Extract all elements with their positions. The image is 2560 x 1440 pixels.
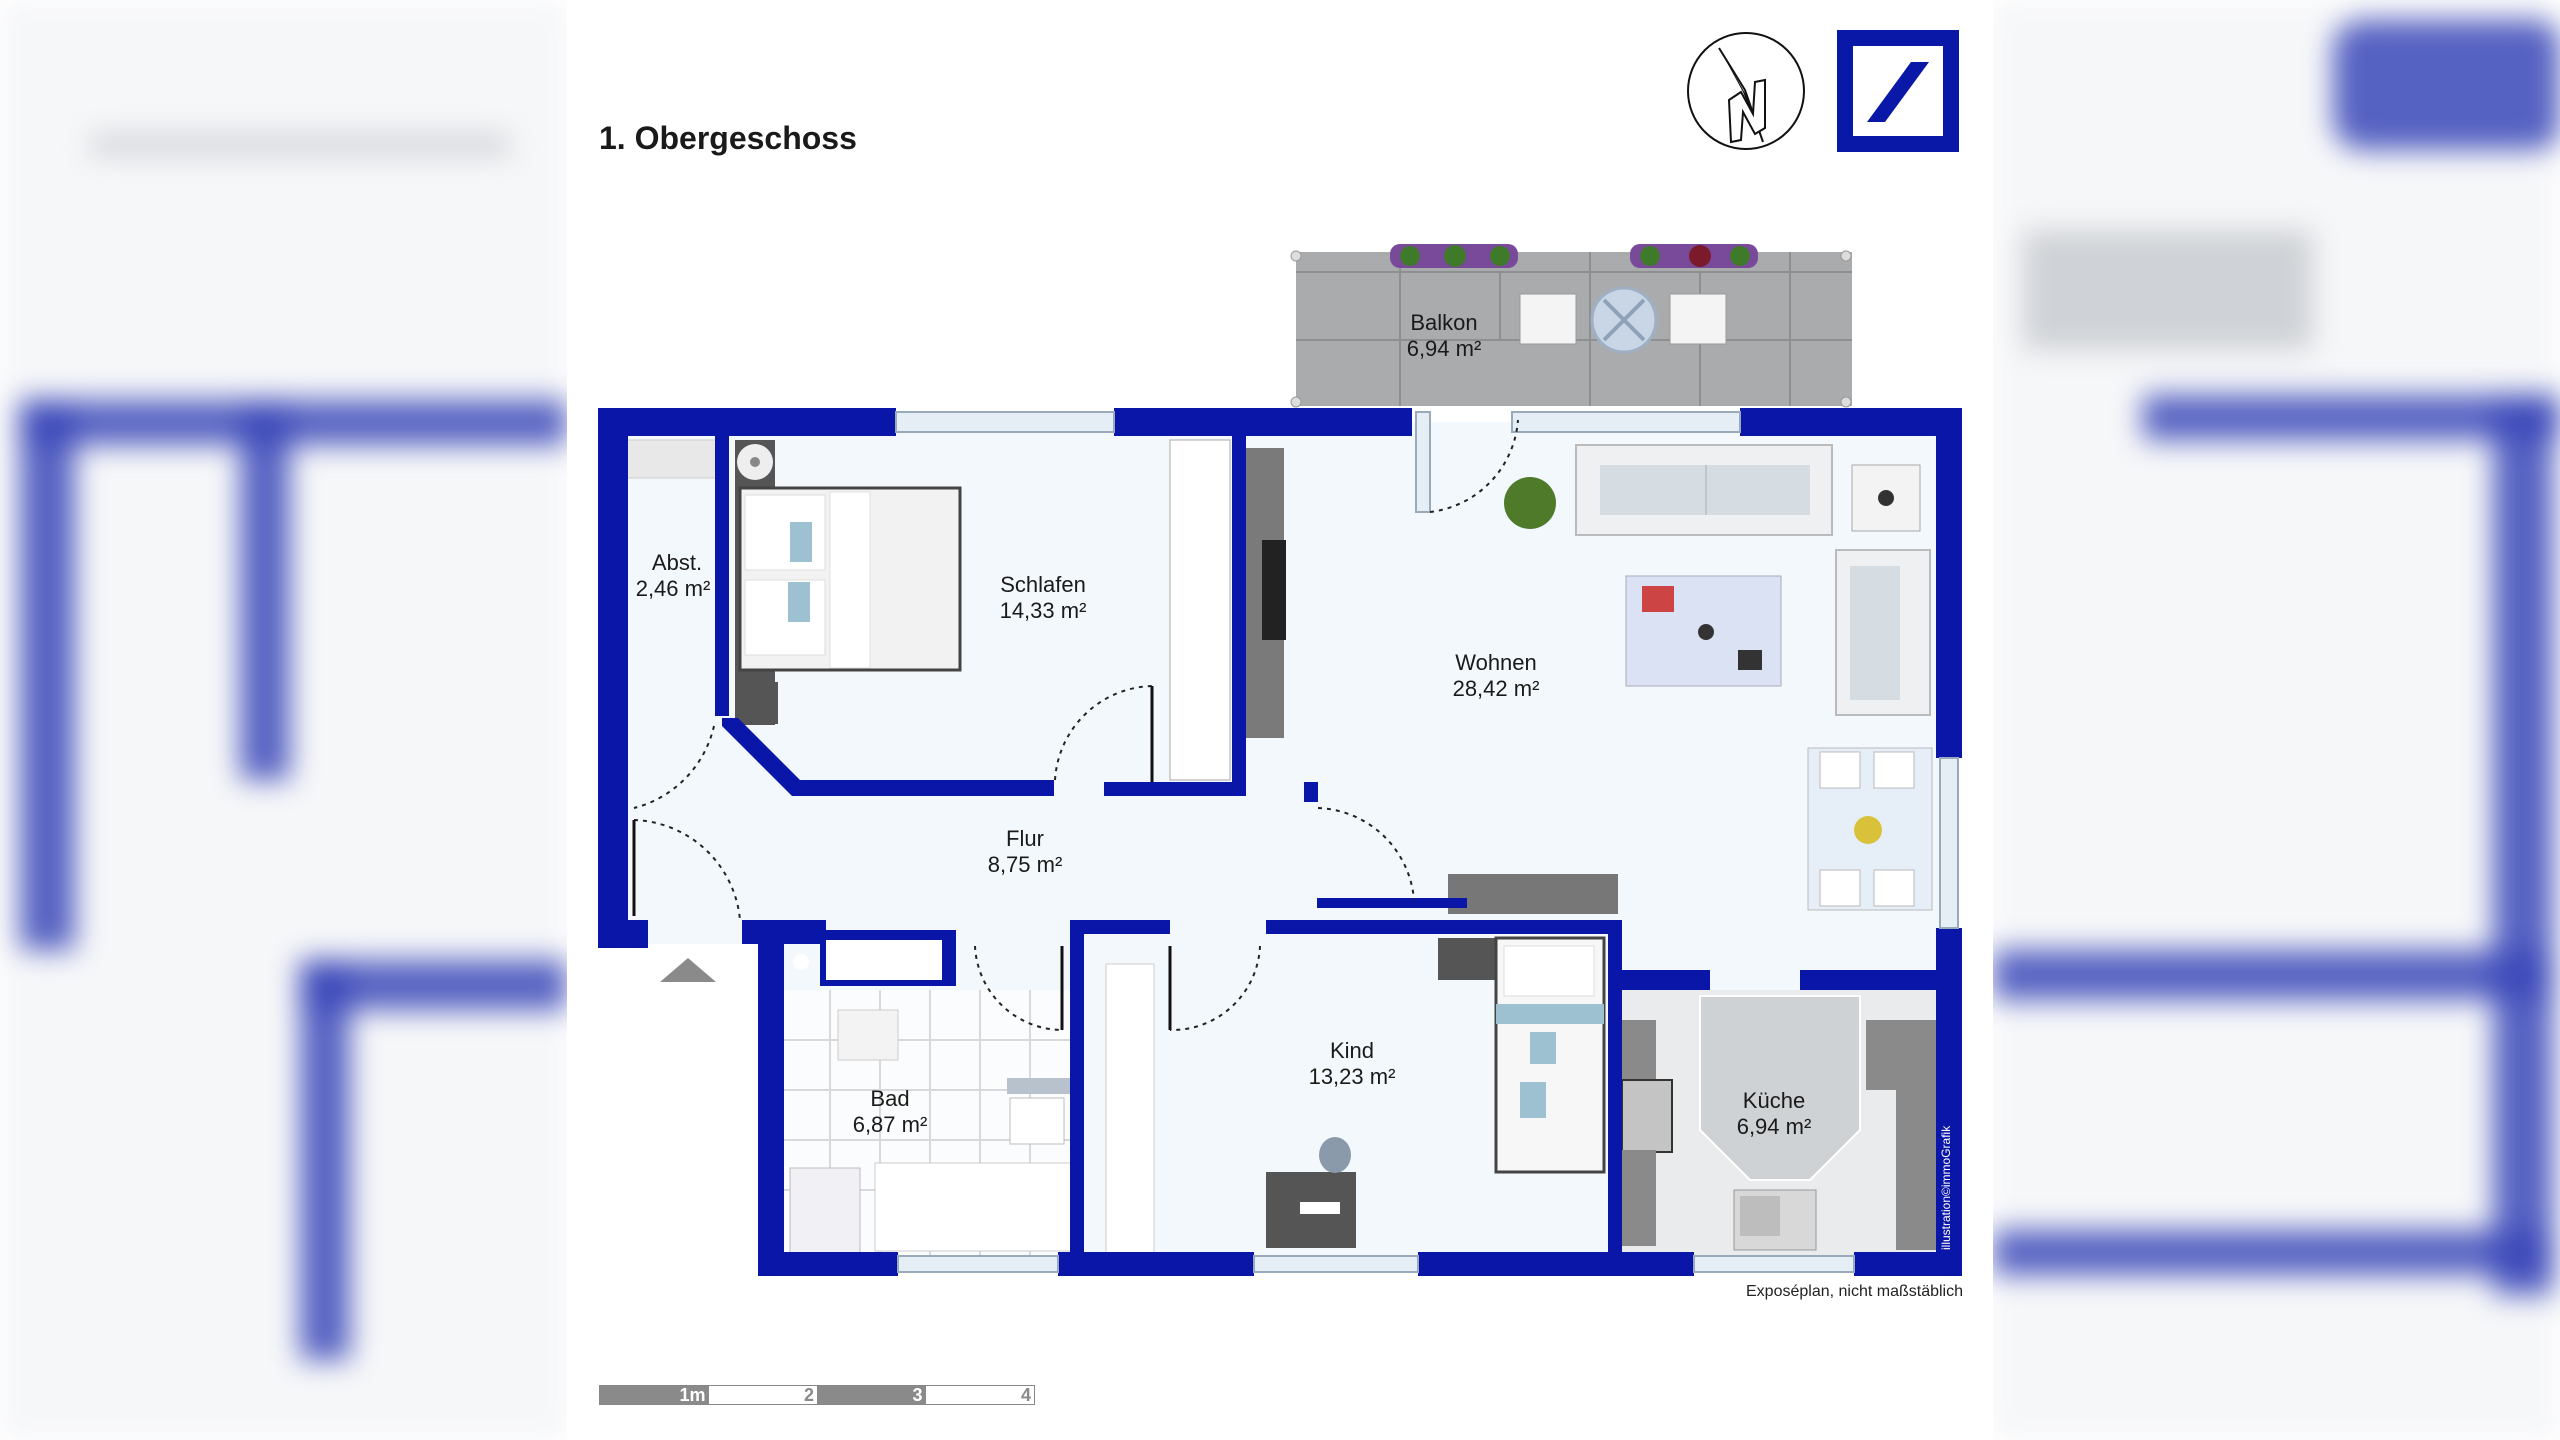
plan-disclaimer: Exposéplan, nicht maßstäblich — [1746, 1283, 1963, 1300]
room-name-balkon: Balkon — [1410, 310, 1477, 335]
room-area-kueche: 6,94 m² — [1737, 1114, 1812, 1139]
blurred-background-right — [1993, 0, 2560, 1440]
page-title: 1. Obergeschoss — [599, 120, 857, 156]
room-labels: Balkon 6,94 m² Abst. 2,46 m² Schlafen 14… — [636, 310, 1812, 1139]
room-area-bad: 6,87 m² — [853, 1112, 928, 1137]
furniture — [625, 439, 1936, 1257]
compass-north-icon — [1687, 32, 1805, 150]
room-area-abst: 2,46 m² — [636, 576, 711, 601]
scale-segment-4: 4 — [925, 1386, 1034, 1404]
room-area-flur: 8,75 m² — [988, 852, 1063, 877]
blurred-background-left — [0, 0, 567, 1440]
room-name-abst: Abst. — [652, 550, 702, 575]
room-name-kind: Kind — [1330, 1038, 1374, 1063]
door-leaves — [632, 686, 1172, 1030]
room-area-wohnen: 28,42 m² — [1453, 676, 1540, 701]
room-name-wohnen: Wohnen — [1455, 650, 1537, 675]
room-name-bad: Bad — [870, 1086, 909, 1111]
room-name-schlafen: Schlafen — [1000, 572, 1086, 597]
illustration-credit: illustration©immoGrafik — [1939, 1125, 1953, 1250]
floor-plan: Balkon 6,94 m² Abst. 2,46 m² Schlafen 14… — [598, 244, 1962, 1276]
floor-plan-page: 1. Obergeschoss — [567, 0, 1993, 1440]
entrance-arrow-icon — [660, 958, 716, 982]
windows — [895, 411, 1959, 1273]
room-name-kueche: Küche — [1743, 1088, 1805, 1113]
door-swings — [633, 419, 1519, 1032]
scale-segment-3: 3 — [817, 1386, 926, 1404]
balcony — [1290, 244, 1852, 408]
scale-segment-1: 1m — [600, 1386, 709, 1404]
header-logos — [1685, 30, 1959, 152]
scale-bar: 1m 2 3 4 — [599, 1385, 1035, 1405]
room-area-schlafen: 14,33 m² — [1000, 598, 1087, 623]
room-area-kind: 13,23 m² — [1309, 1064, 1396, 1089]
scale-segment-2: 2 — [708, 1386, 817, 1404]
walls — [598, 408, 1962, 1276]
room-name-flur: Flur — [1006, 826, 1044, 851]
room-area-balkon: 6,94 m² — [1407, 336, 1482, 361]
bank-logo-icon — [1837, 30, 1959, 152]
